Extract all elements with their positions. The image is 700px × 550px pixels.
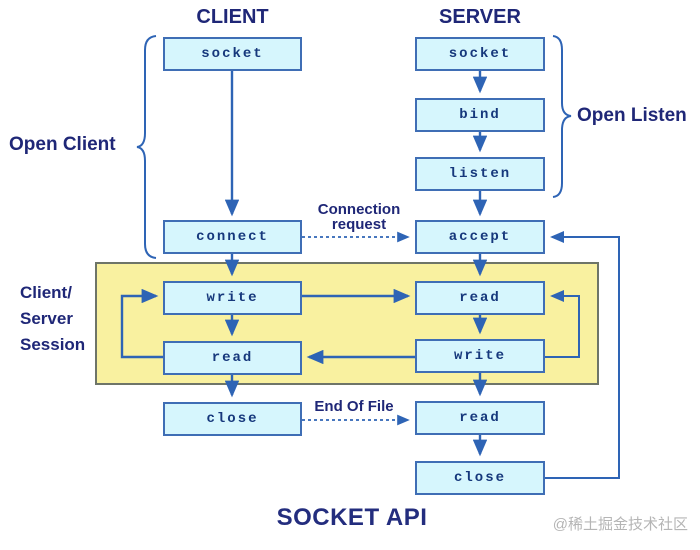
- server-read-box: read: [415, 281, 545, 315]
- server-bind-box: bind: [415, 98, 545, 132]
- session-label: Client/ Server Session: [20, 280, 85, 358]
- client-connect-box: connect: [163, 220, 302, 254]
- diagram-title: SOCKET API: [276, 504, 428, 531]
- server-accept-box: accept: [415, 220, 545, 254]
- client-write-box: write: [163, 281, 302, 315]
- session-label-line3: Session: [20, 335, 86, 354]
- connection-request-label: Connection request: [300, 202, 418, 232]
- client-socket-label: socket: [201, 46, 264, 62]
- server-bind-label: bind: [459, 107, 501, 123]
- server-accept-label: accept: [448, 229, 512, 245]
- session-label-line1: Client/: [20, 283, 72, 302]
- server-listen-box: listen: [415, 157, 545, 191]
- client-read-label: read: [211, 350, 254, 366]
- client-read-box: read: [163, 341, 302, 375]
- server-close-label: close: [453, 470, 506, 486]
- server-close-box: close: [415, 461, 545, 495]
- server-read-eof-box: read: [415, 401, 545, 435]
- connection-request-line2: request: [331, 216, 387, 233]
- client-socket-box: socket: [163, 37, 302, 71]
- server-read-label: read: [459, 290, 501, 306]
- server-listen-label: listen: [448, 166, 512, 182]
- open-client-brace: [136, 35, 157, 259]
- client-close-label: close: [206, 411, 259, 427]
- server-read-eof-label: read: [459, 410, 501, 426]
- client-close-box: close: [163, 402, 302, 436]
- server-write-label: write: [453, 348, 506, 364]
- client-connect-label: connect: [196, 229, 269, 245]
- server-socket-label: socket: [448, 46, 512, 62]
- connection-request-line1: Connection: [317, 201, 401, 218]
- server-column-header: SERVER: [439, 6, 521, 28]
- open-listen-label: Open Listen: [577, 105, 687, 126]
- watermark-text: @稀土掘金技术社区: [552, 516, 688, 533]
- server-write-box: write: [415, 339, 545, 373]
- server-socket-box: socket: [415, 37, 545, 71]
- client-column-header: CLIENT: [196, 6, 269, 28]
- session-label-line2: Server: [20, 309, 73, 328]
- end-of-file-label: End Of File: [314, 398, 394, 415]
- open-listen-brace: [552, 35, 572, 198]
- client-write-label: write: [206, 290, 259, 306]
- open-client-label: Open Client: [9, 134, 116, 155]
